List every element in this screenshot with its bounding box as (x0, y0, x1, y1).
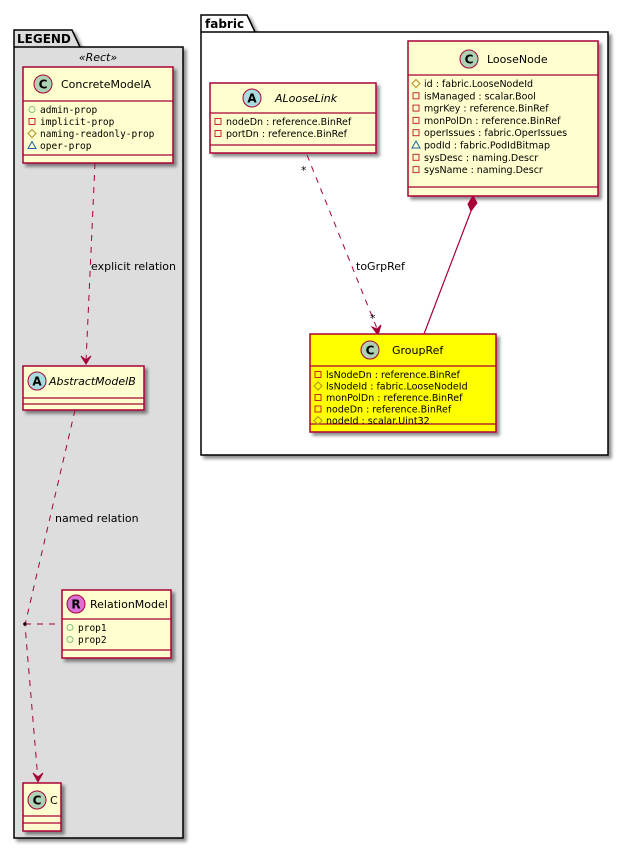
private-visibility-icon (28, 118, 36, 125)
edge-explicit-relation: explicit relation (80, 162, 176, 365)
class-alooselink[interactable]: A ALooseLink nodeDn : reference.BinRefpo… (209, 82, 377, 154)
edge-togrpref: toGrpRef * * (301, 154, 406, 337)
attribute: nodeId : scalar.Uint32 (326, 416, 430, 427)
fabric-title: fabric (205, 17, 244, 31)
edge-composition (423, 195, 478, 335)
class-c-icon (33, 74, 53, 94)
private-visibility-icon (412, 129, 420, 137)
edge-label-named: named relation (55, 512, 139, 525)
arrowhead-icon (370, 324, 382, 337)
private-visibility-icon (412, 166, 420, 174)
arrowhead-icon (80, 355, 92, 365)
class-c-glyph: C (366, 344, 375, 358)
attribute: oper-prop (40, 141, 92, 152)
multiplicity-source: * (301, 164, 307, 177)
abstract-a-icon (242, 88, 262, 108)
abstract-a-icon (27, 371, 47, 391)
attribute: portDn : reference.BinRef (226, 129, 348, 140)
class-abstractmodelb[interactable]: A AbstractModelB (22, 365, 145, 411)
class-name: ConcreteModelA (61, 78, 152, 91)
class-groupref[interactable]: C GroupRef lsNodeDn : reference.BinRefls… (309, 333, 497, 433)
attribute-list: admin-propimplicit-propnaming-readonly-p… (27, 105, 155, 152)
protected-visibility-icon (313, 381, 323, 391)
attribute: operIssues : fabric.OperIssues (424, 128, 567, 139)
package-visibility-icon (411, 139, 421, 149)
attribute: nodeDn : reference.BinRef (326, 405, 452, 416)
protected-visibility-icon (313, 415, 323, 426)
class-c-glyph: C (465, 53, 474, 67)
attribute: lsNodeId : fabric.LooseNodeId (326, 382, 468, 393)
class-name: AbstractModelB (48, 375, 136, 388)
relation-r-icon (66, 594, 86, 614)
class-name: C (50, 794, 58, 807)
relation-r-glyph: R (71, 598, 80, 612)
attribute: podId : fabric.PodIdBitmap (424, 141, 550, 152)
class-c[interactable]: C C (22, 782, 62, 832)
class-name: RelationModel (90, 598, 168, 611)
private-visibility-icon (314, 371, 322, 378)
private-visibility-icon (314, 394, 322, 401)
private-visibility-icon (412, 116, 420, 124)
attribute: monPolDn : reference.BinRef (424, 116, 561, 127)
attribute: mgrKey : reference.BinRef (424, 104, 549, 115)
protected-visibility-icon (411, 78, 421, 89)
class-loosenode[interactable]: C LooseNode id : fabric.LooseNodeIdisMan… (407, 40, 599, 197)
edge-named-relation: named relation (23, 409, 139, 784)
attribute: lsNodeDn : reference.BinRef (326, 370, 461, 381)
class-c-icon (360, 340, 380, 360)
class-c-glyph: C (39, 78, 48, 92)
attribute: prop1 (78, 623, 107, 634)
private-visibility-icon (214, 118, 222, 125)
class-name: LooseNode (487, 53, 548, 66)
private-visibility-icon (412, 92, 420, 100)
attribute: id : fabric.LooseNodeId (424, 79, 533, 90)
abstract-a-glyph: A (247, 92, 257, 106)
private-visibility-icon (412, 104, 420, 112)
class-c-icon (459, 49, 479, 69)
class-concretemodela[interactable]: C ConcreteModelA admin-propimplicit-prop… (22, 66, 174, 164)
attribute: sysName : naming.Descr (424, 165, 543, 176)
attribute: admin-prop (40, 105, 97, 116)
private-visibility-icon (314, 405, 322, 413)
class-c-icon (27, 790, 47, 810)
public-visibility-icon (66, 624, 74, 631)
private-visibility-icon (214, 130, 222, 137)
attribute: prop2 (78, 635, 107, 646)
public-visibility-icon (28, 106, 36, 113)
attribute: implicit-prop (40, 117, 115, 128)
edge-label-explicit: explicit relation (91, 260, 176, 273)
multiplicity-target: * (370, 312, 376, 325)
protected-visibility-icon (27, 128, 37, 139)
attribute: monPolDn : reference.BinRef (326, 393, 463, 404)
package-visibility-icon (27, 140, 37, 149)
edge-label-togrpref: toGrpRef (356, 260, 406, 273)
legend-title: LEGEND (17, 32, 71, 46)
class-c-glyph: C (33, 794, 42, 808)
attribute: nodeDn : reference.BinRef (226, 117, 352, 128)
public-visibility-icon (66, 636, 74, 643)
composition-diamond-icon (467, 195, 478, 212)
attribute: sysDesc : naming.Descr (424, 153, 538, 164)
class-name: ALooseLink (274, 92, 338, 105)
class-name: GroupRef (392, 344, 444, 357)
private-visibility-icon (412, 153, 420, 161)
attribute: isManaged : scalar.Bool (424, 91, 536, 102)
arrowhead-icon (32, 772, 44, 784)
abstract-a-glyph: A (32, 375, 42, 389)
legend-stereotype: «Rect» (79, 51, 118, 64)
attribute: naming-readonly-prop (40, 129, 155, 140)
